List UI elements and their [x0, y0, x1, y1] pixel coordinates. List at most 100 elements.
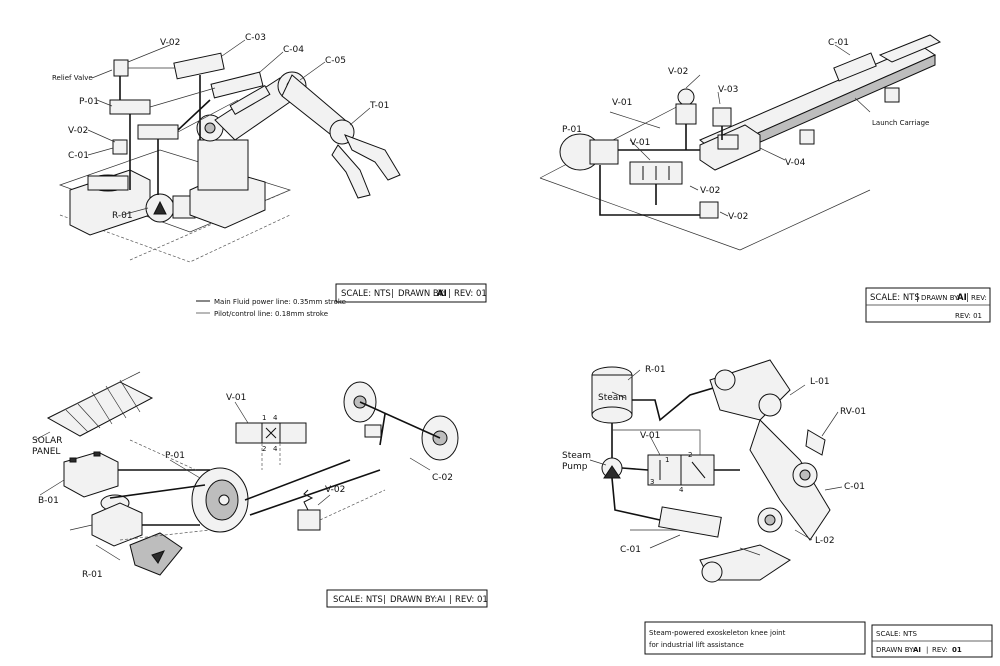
- titleblock-bl-scale: SCALE: NTS: [333, 595, 383, 605]
- bl-valve-port-2: 2: [262, 445, 266, 453]
- legend-main-line: Main Fluid power line: 0.35mm stroke: [214, 298, 346, 306]
- exo-knee-link: [749, 419, 831, 541]
- bl-leader-lines: [34, 401, 431, 561]
- titleblock-tr-rev: REV: 01: [955, 312, 982, 320]
- titleblock-bl-rev: REV: 01: [455, 595, 488, 605]
- rail-leader-lines: [609, 44, 871, 217]
- exo-cylinder-c01-lower: [658, 506, 722, 538]
- panel-solar-vehicle: V-01 1 4 2 4 SOLAR PANEL P-01 C-02 B-01 …: [32, 371, 488, 608]
- steering-actuator-c02: [364, 424, 382, 438]
- valve-c01-block: [112, 139, 128, 155]
- label-br-steam-pump-1: Steam: [562, 451, 591, 461]
- controller-arrow-icon: [151, 550, 165, 564]
- label-rail-v01-top: V-01: [612, 98, 632, 108]
- label-bl-v01: V-01: [226, 393, 246, 403]
- label-c04: C-04: [283, 45, 304, 55]
- bl-valve-v01-cross: [265, 427, 277, 439]
- label-launch-carriage: Launch Carriage: [872, 119, 929, 127]
- br-valve-port-4: 4: [679, 486, 684, 494]
- label-p01: P-01: [79, 97, 99, 107]
- titleblock-bl-drawnby-value: AI: [437, 595, 445, 605]
- exo-hip-pivot: [714, 369, 736, 391]
- br-valve-v01-arrows: [659, 460, 706, 480]
- label-v02-top: V-02: [160, 38, 180, 48]
- steam-reservoir-bottom: [591, 406, 633, 424]
- panel-launch-rail: C-01 V-02 V-03 V-01 P-01 V-01 Launch Car…: [539, 34, 991, 323]
- titleblock-tl-drawnby: DRAWN BY:: [398, 289, 445, 299]
- legend-pilot-line: Pilot/control line: 0.18mm stroke: [214, 310, 328, 318]
- label-br-l02: L-02: [815, 536, 835, 546]
- exo-mid-pivot: [758, 393, 782, 417]
- label-br-l01: L-01: [810, 377, 830, 387]
- label-rail-c01: C-01: [828, 38, 849, 48]
- label-rail-v02-mid: V-02: [700, 186, 720, 196]
- rail-floor-outline: [539, 99, 871, 251]
- bl-valve-v02-spring: [303, 489, 314, 511]
- arm-hydraulic-lines: [119, 75, 211, 195]
- titleblock-bl: [326, 589, 488, 608]
- rail-valve-v02-knob: [677, 88, 695, 106]
- exo-relief-valve-rv01: [805, 429, 826, 456]
- bl-valve-v02: [297, 509, 321, 531]
- titleblock-br-rev-value: 01: [952, 646, 962, 654]
- label-rail-v03: V-03: [718, 85, 738, 95]
- label-bl-b01: B-01: [38, 496, 59, 506]
- gripper-lower-jaw: [331, 144, 371, 199]
- exo-foot-pivot: [701, 561, 723, 583]
- relief-valve-body: [113, 59, 129, 77]
- label-br-steam-tank: Steam: [598, 393, 627, 403]
- front-axle: [359, 401, 441, 446]
- arm-shoulder-housing: [197, 139, 249, 191]
- br-valve-port-2: 2: [688, 451, 692, 459]
- battery-terminal-pos: [93, 451, 101, 457]
- label-relief-valve: Relief Valve: [52, 74, 93, 82]
- titleblock-bl-sep2: |: [449, 595, 452, 605]
- rail-valve-v02-lower: [699, 201, 719, 219]
- label-bl-c02: C-02: [432, 473, 453, 483]
- pump-arrow-icon: [153, 200, 167, 215]
- titleblock-br-drawnby-value: AI: [913, 646, 921, 654]
- launch-carriage-head: [717, 134, 739, 150]
- label-br-steam-pump-2: Pump: [562, 462, 588, 472]
- titleblock-tr-drawnby: DRAWN BY:: [921, 294, 960, 302]
- label-br-c01-left: C-01: [620, 545, 641, 555]
- label-c03: C-03: [245, 33, 266, 43]
- label-br-rv01: RV-01: [840, 407, 866, 417]
- br-steam-lines: [611, 379, 741, 521]
- titleblock-tr-sep1: |: [916, 293, 919, 303]
- label-rail-v02-low: V-02: [728, 212, 748, 222]
- arm-shoulder-pin: [204, 122, 216, 134]
- br-caption-line-1: Steam-powered exoskeleton knee joint: [649, 629, 786, 637]
- titleblock-br-scale: SCALE: NTS: [876, 630, 918, 638]
- titleblock-tr-rev-small: REV:: [971, 294, 987, 302]
- gripper-upper-jaw: [344, 134, 401, 181]
- arm-leader-lines: [87, 39, 371, 216]
- rail-valve-v01-ports: [642, 166, 670, 180]
- titleblock-bl-sep1: |: [383, 595, 386, 605]
- label-br-c01-right: C-01: [844, 482, 865, 492]
- br-valve-port-1: 1: [665, 456, 669, 464]
- bl-valve-port-4b: 4: [273, 445, 278, 453]
- label-solar-2: PANEL: [32, 447, 60, 457]
- battery-terminal-neg: [69, 457, 77, 463]
- titleblock-br-sep: |: [926, 646, 928, 654]
- label-solar-1: SOLAR: [32, 436, 62, 446]
- label-r01: R-01: [112, 211, 133, 221]
- cylinder-c04: [210, 71, 264, 99]
- rail-valve-v02-body: [675, 103, 697, 125]
- label-br-v01: V-01: [640, 431, 660, 441]
- label-bl-p01: P-01: [165, 451, 185, 461]
- titleblock-tl-scale: SCALE: NTS: [341, 289, 391, 299]
- titleblock-br-drawnby: DRAWN BY:: [876, 646, 915, 654]
- panel-robotic-arm: V-02 C-03 C-04 C-05 Relief Valve P-01 T-…: [52, 33, 487, 318]
- titleblock-tl-sep2: |: [448, 289, 451, 299]
- br-valve-port-3: 3: [650, 478, 654, 486]
- label-rail-v01-mid: V-01: [630, 138, 650, 148]
- label-bl-r01: R-01: [82, 570, 103, 580]
- br-leader-lines: [589, 369, 843, 556]
- cylinder-c05: [229, 84, 271, 116]
- label-t01: T-01: [369, 101, 389, 111]
- label-v02-mid: V-02: [68, 126, 88, 136]
- titleblock-tr-scale: SCALE: NTS: [870, 293, 920, 303]
